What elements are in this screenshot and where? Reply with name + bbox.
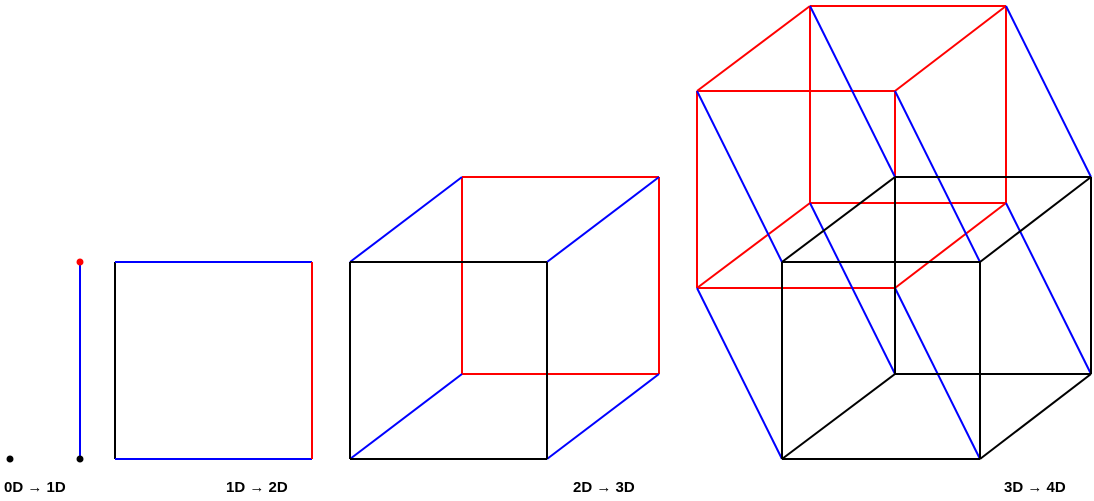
- t-ext-6: [1005, 5, 1092, 178]
- cube-3d-copy-face: [461, 176, 660, 375]
- tesseract-4d-original-cube: [781, 176, 1092, 460]
- cube-3d-extrusion-edges: [349, 176, 660, 460]
- t-copy-conn-bl: [696, 202, 811, 289]
- label-3d-to-4d: 3D → 4D: [1004, 479, 1066, 496]
- label-1d-to-2d: 1D → 2D: [226, 479, 288, 496]
- t-copy-conn-br: [894, 202, 1007, 289]
- segment-1d-vertex-top: [76, 258, 84, 266]
- segment-1d-vertex-bottom: [76, 455, 84, 463]
- t-copy-conn-tr: [894, 5, 1007, 92]
- t-orig-conn-bl: [781, 373, 896, 460]
- cube-3d-connector-tr: [546, 176, 660, 263]
- tesseract-4d-copy-cube: [696, 5, 1007, 289]
- cube-3d-connector-br: [546, 373, 660, 460]
- cube-3d-original-face: [349, 261, 548, 460]
- segment-1d: [76, 258, 84, 463]
- point-0d: [6, 455, 14, 463]
- t-ext-3: [696, 287, 783, 460]
- t-orig-conn-tl: [781, 176, 896, 263]
- label-2d-to-3d: 2D → 3D: [573, 479, 635, 496]
- t-copy-conn-tl: [696, 5, 811, 92]
- t-ext-1: [696, 90, 783, 263]
- square-2d: [114, 261, 313, 460]
- point-0d-vertex: [6, 455, 14, 463]
- cube-3d-connector-tl: [349, 176, 463, 263]
- t-orig-conn-br: [979, 373, 1092, 460]
- cube-3d-connector-bl: [349, 373, 463, 460]
- cube-3d: [349, 176, 660, 460]
- tesseract-4d: [696, 5, 1092, 460]
- t-ext-5: [809, 5, 896, 178]
- label-0d-to-1d: 0D → 1D: [4, 479, 66, 496]
- t-ext-8: [1005, 202, 1092, 375]
- t-orig-conn-tr: [979, 176, 1092, 263]
